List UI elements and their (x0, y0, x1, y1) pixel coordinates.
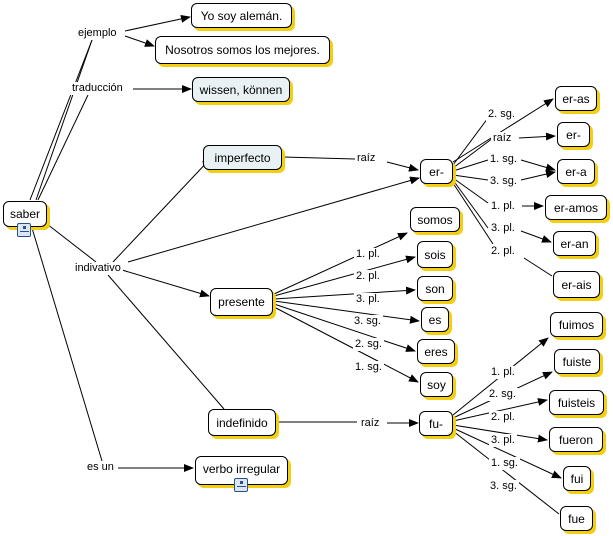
link-er-3pl: 3. pl. (489, 222, 517, 235)
node-fue[interactable]: fue (560, 506, 593, 531)
link-pr-2sg: 2. sg. (353, 338, 384, 351)
link-pr-3pl: 3. pl. (354, 293, 382, 306)
connector-line (452, 174, 489, 181)
node-er-stem[interactable]: er- (420, 159, 453, 184)
link-er-2sg: 2. sg. (486, 108, 517, 121)
node-presente[interactable]: presente (210, 288, 273, 316)
node-es[interactable]: es (421, 307, 449, 332)
connector-line (452, 117, 489, 166)
connector-line (452, 137, 494, 169)
connector-line (452, 177, 489, 204)
connector-line (452, 179, 489, 229)
node-er-a[interactable]: er-a (557, 159, 595, 184)
node-er-ais[interactable]: er-ais (553, 271, 600, 298)
link-fu-3sg: 3. sg. (488, 480, 519, 493)
link-ejemplo: ejemplo (76, 27, 119, 40)
node-example-2[interactable]: Nosotros somos los mejores. (155, 36, 330, 64)
connector-line (112, 157, 212, 263)
link-er-1sg: 1. sg. (488, 153, 519, 166)
link-fu-3pl: 3. pl. (489, 434, 517, 447)
node-example-1[interactable]: Yo soy alemán. (191, 3, 292, 28)
connector-line (107, 274, 225, 410)
connector-line (273, 255, 416, 297)
connector-line (452, 398, 548, 422)
node-eres[interactable]: eres (417, 339, 455, 364)
node-somos[interactable]: somos (410, 207, 460, 232)
connector-line (124, 35, 155, 47)
link-es-un: es un (85, 461, 116, 474)
connector-line (452, 424, 548, 443)
link-traduccion: traducción (70, 82, 125, 95)
link-raiz-indefinido: raíz (359, 417, 382, 430)
node-fuisteis[interactable]: fuisteis (549, 390, 604, 415)
connector-line (520, 159, 556, 172)
connector-line (273, 286, 416, 300)
connector-line (523, 257, 553, 277)
node-imperfecto[interactable]: imperfecto (203, 145, 282, 170)
node-verbo-irregular[interactable]: verbo irregular (195, 456, 288, 485)
connector-line (282, 156, 356, 160)
connector-line (452, 98, 554, 163)
node-er-amos[interactable]: er-amos (545, 195, 607, 220)
node-fuiste[interactable]: fuiste (554, 349, 600, 374)
connector-line (37, 94, 89, 201)
connector-line (121, 269, 210, 298)
node-er-an[interactable]: er-an (553, 231, 596, 256)
connector-line (273, 306, 419, 383)
connector-line (386, 161, 419, 172)
hierarchy-icon[interactable] (234, 478, 248, 492)
link-pr-3sg: 3. sg. (352, 315, 383, 328)
connector-line (124, 14, 191, 32)
node-son[interactable]: son (417, 276, 453, 301)
link-fu-1sg: 1. sg. (489, 457, 520, 470)
connector-line (452, 430, 560, 515)
link-raiz-imperfecto: raíz (355, 152, 378, 165)
node-er-raiz[interactable]: er- (557, 122, 590, 147)
connector-line (31, 227, 103, 462)
node-indefinido[interactable]: indefinido (208, 409, 276, 436)
connector-line (273, 232, 408, 295)
node-sois[interactable]: sois (417, 241, 453, 268)
connector-line (520, 230, 552, 243)
connector-line (29, 39, 93, 201)
link-er-1pl: 1. pl. (489, 200, 517, 213)
link-pr-1sg: 1. sg. (353, 361, 384, 374)
connector-line (518, 132, 556, 141)
connector-line (452, 159, 489, 172)
link-fu-1pl: 1. pl. (489, 366, 517, 379)
node-translation[interactable]: wissen, können (192, 77, 290, 102)
node-soy[interactable]: soy (420, 372, 453, 397)
node-fu-stem[interactable]: fu- (419, 411, 453, 436)
node-fuimos[interactable]: fuimos (550, 312, 603, 337)
connector-line (452, 182, 494, 245)
link-fu-2pl: 2. pl. (489, 411, 517, 424)
link-er-2pl: 2. pl. (489, 245, 517, 258)
link-er-raiz: raíz (491, 132, 514, 145)
link-er-3sg: 3. sg. (488, 175, 519, 188)
hierarchy-icon[interactable] (17, 223, 31, 237)
connector-line (46, 223, 97, 263)
connector-line (127, 176, 420, 263)
link-pr-1pl: 1. pl. (354, 248, 382, 261)
link-pr-2pl: 2. pl. (354, 270, 382, 283)
connector-line (520, 170, 556, 181)
connector-line (35, 39, 93, 201)
node-fueron[interactable]: fueron (549, 427, 603, 452)
connector-line (452, 427, 562, 479)
link-indivativo: indivativo (73, 262, 123, 275)
connector-line (273, 300, 420, 324)
connector-line (273, 303, 416, 352)
node-fui[interactable]: fui (563, 466, 591, 491)
node-er-as[interactable]: er-as (555, 86, 597, 111)
link-fu-2sg: 2. sg. (487, 388, 518, 401)
